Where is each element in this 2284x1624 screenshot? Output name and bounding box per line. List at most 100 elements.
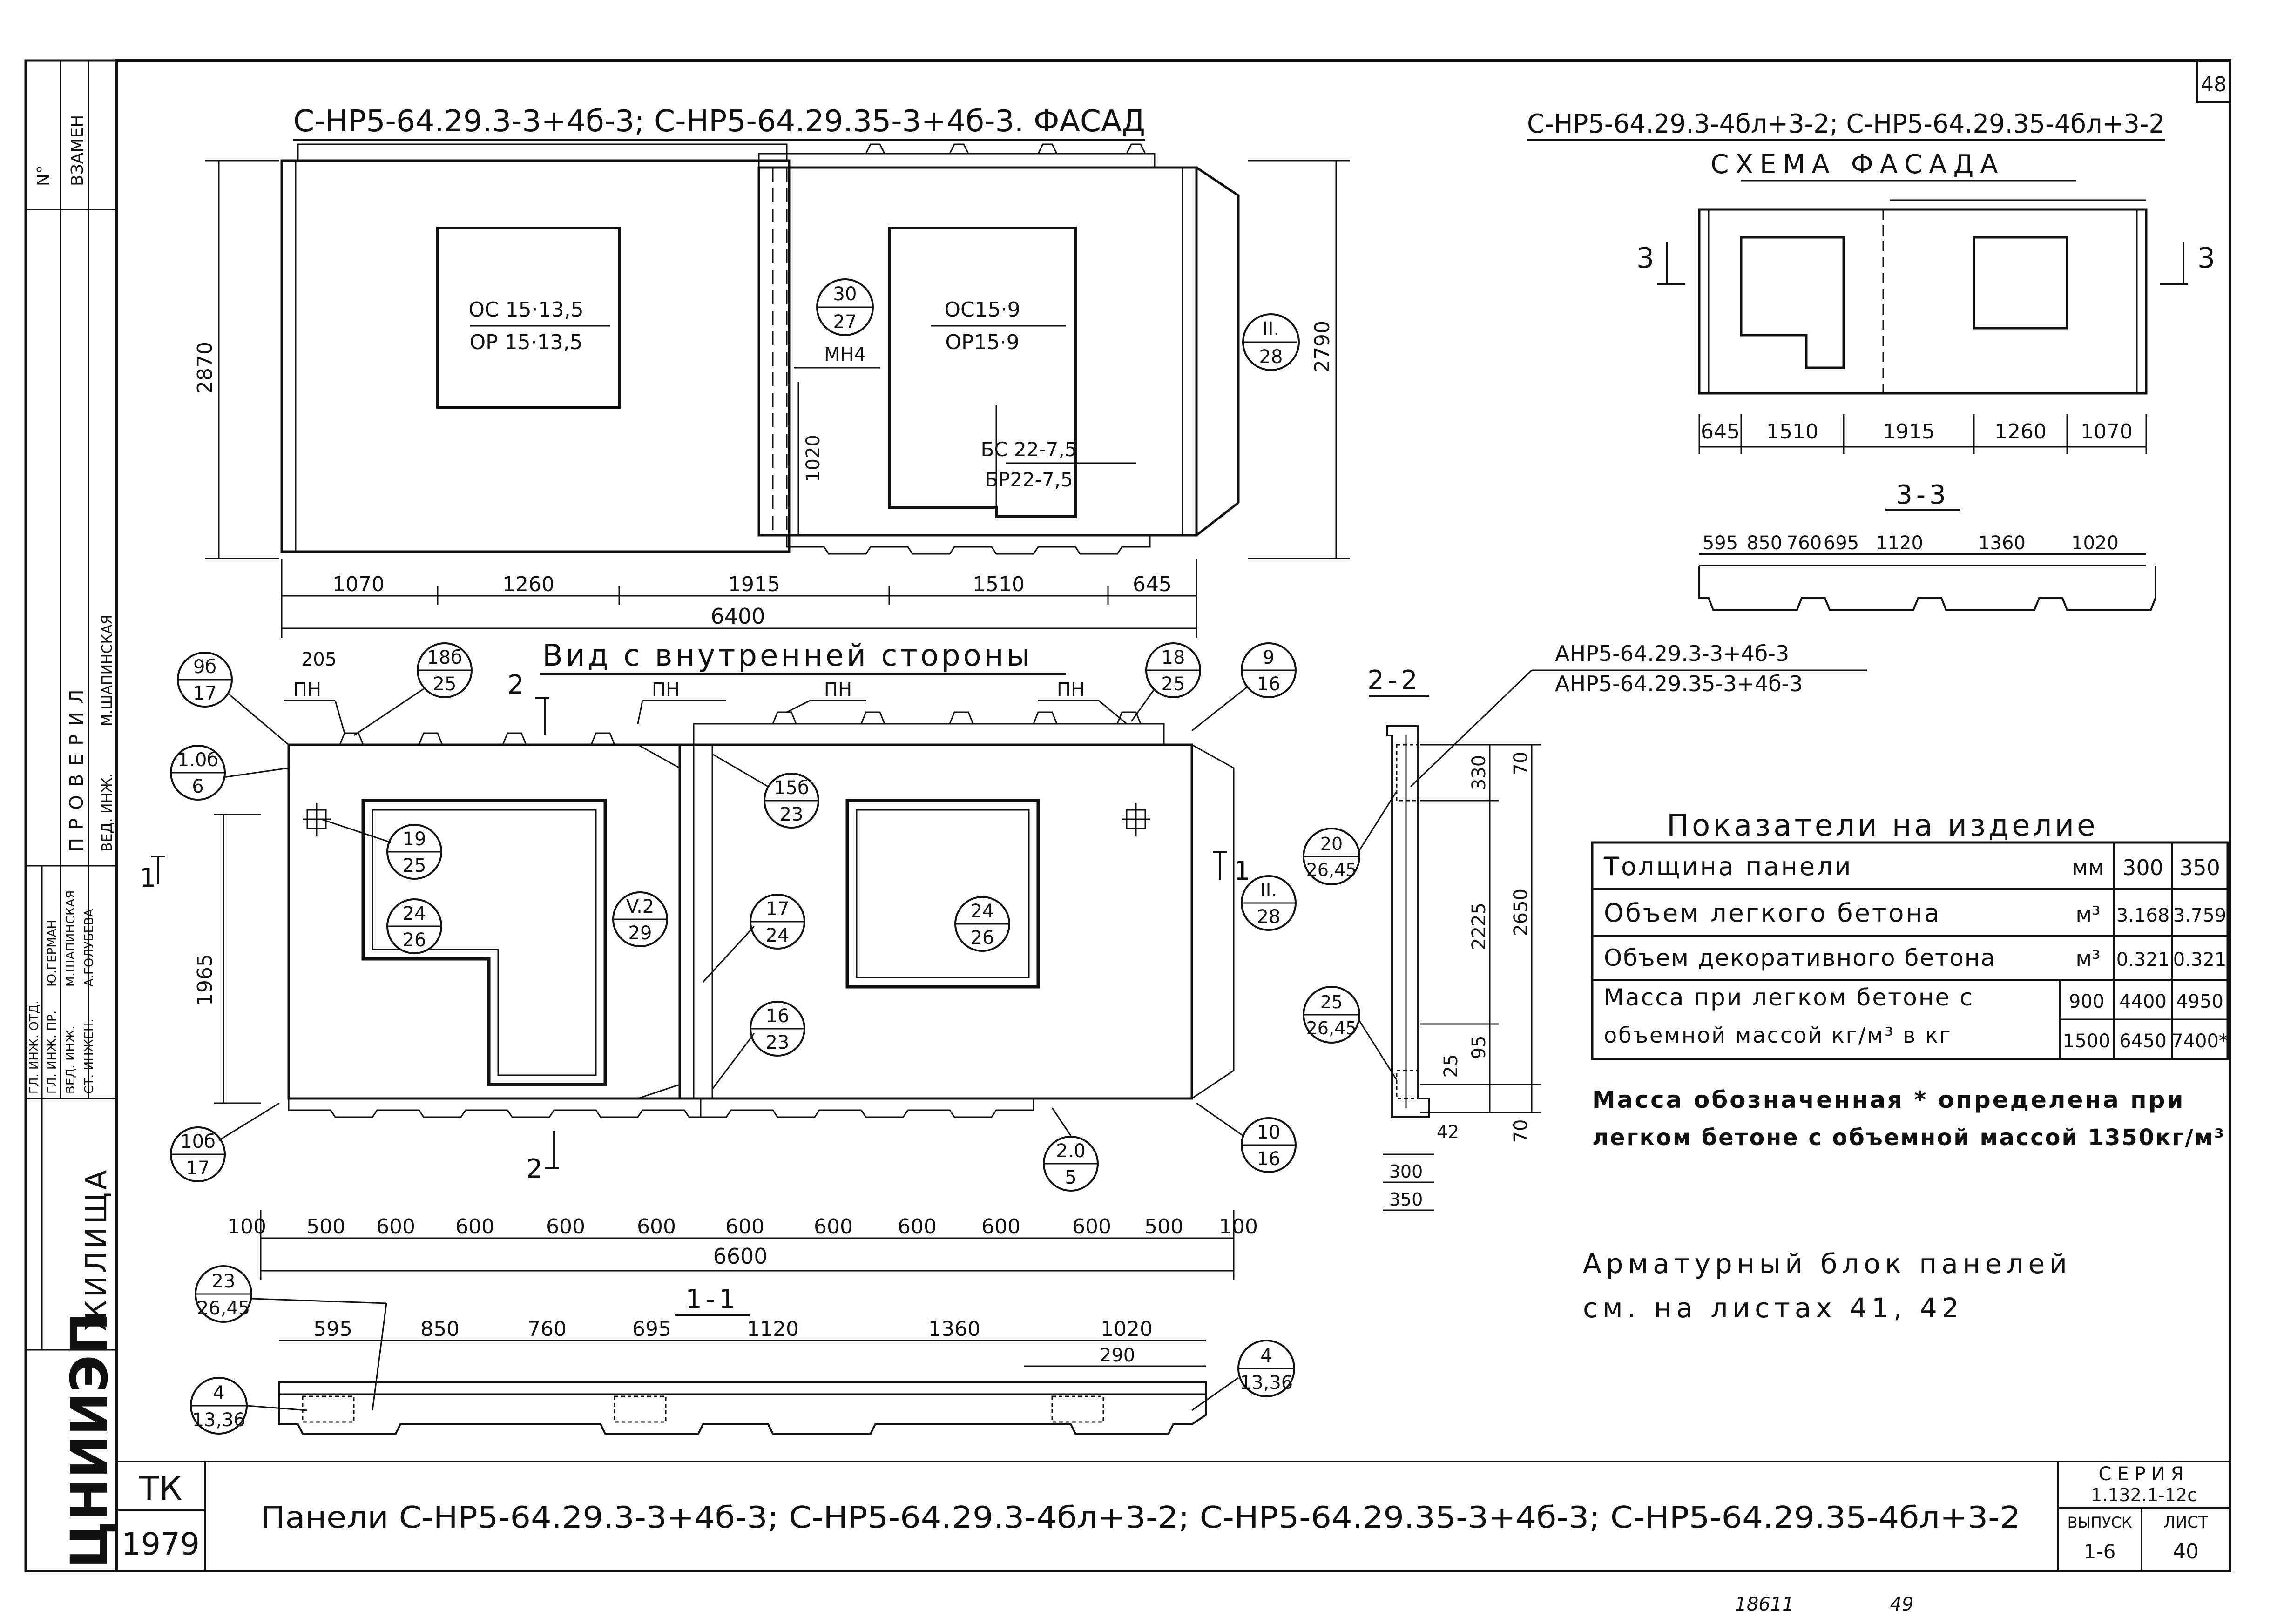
svg-text:16: 16 bbox=[1257, 674, 1281, 695]
scheme-section-dim-6: 1360 bbox=[1978, 532, 2026, 554]
svg-text:1120: 1120 bbox=[747, 1317, 799, 1341]
name-2: М.ШАПИНСКАЯ bbox=[64, 890, 78, 987]
svg-text:24: 24 bbox=[971, 901, 994, 922]
svg-text:5: 5 bbox=[1065, 1167, 1076, 1188]
facade-total: 6400 bbox=[710, 604, 765, 629]
svg-text:20: 20 bbox=[1320, 834, 1343, 854]
org-name: ЖИЛИЩА bbox=[79, 1167, 113, 1331]
svg-text:100: 100 bbox=[227, 1215, 266, 1239]
indicators-note-2: легком бетоне с объемной массой 1350кг/м… bbox=[1592, 1125, 2225, 1151]
svg-text:9: 9 bbox=[1263, 647, 1274, 668]
facade-callout-30-27: 30 27 bbox=[816, 278, 874, 336]
svg-text:24: 24 bbox=[403, 903, 426, 924]
left-window-bottom: ОР 15·13,5 bbox=[469, 330, 582, 354]
inner-total: 6600 bbox=[713, 1244, 767, 1269]
facade-dim-1020: 1020 bbox=[803, 435, 824, 482]
checked-label: ПРОВЕРИЛ bbox=[66, 681, 88, 852]
indicators-title: Показатели на изделие bbox=[1667, 809, 2098, 843]
inner-mark-1-left: 1 bbox=[140, 863, 156, 893]
svg-text:600: 600 bbox=[546, 1215, 585, 1239]
row-1-v300: 300 bbox=[2122, 855, 2163, 880]
svg-text:2650: 2650 bbox=[1510, 889, 1532, 936]
svg-text:1.0б: 1.0б bbox=[177, 749, 218, 771]
indicators-rows: Толщина панели мм 300 350 Объем легкого … bbox=[1603, 852, 2228, 1052]
svg-text:27: 27 bbox=[833, 311, 857, 333]
svg-text:ПН: ПН bbox=[824, 679, 852, 701]
svg-text:70: 70 bbox=[1510, 752, 1532, 775]
section-2-2-dims: 330 2225 95 25 70 2650 70 bbox=[1440, 752, 1532, 1143]
svg-text:600: 600 bbox=[376, 1215, 415, 1239]
stamp-2: 49 bbox=[1890, 1594, 1914, 1615]
svg-text:ПН: ПН bbox=[652, 679, 680, 701]
svg-text:16: 16 bbox=[766, 1005, 790, 1027]
section-2-2-dim-350: 350 bbox=[1389, 1189, 1423, 1210]
inner-height: 1965 bbox=[193, 954, 217, 1006]
svg-text:26: 26 bbox=[403, 930, 426, 951]
section-2-2-note-2: АНР5-64.29.35-3+4б-3 bbox=[1555, 671, 1803, 696]
year-label: 1979 bbox=[122, 1526, 200, 1562]
name-1: Ю.ГЕРМАН bbox=[45, 920, 59, 987]
svg-text:18: 18 bbox=[1162, 647, 1185, 668]
svg-text:13,36: 13,36 bbox=[192, 1409, 246, 1431]
mass-row-2-v300: 6450 bbox=[2119, 1031, 2167, 1052]
role-1: ГЛ. ИНЖ. ОТД. bbox=[27, 1001, 41, 1094]
facade-callout-ii-28: II. 28 bbox=[1242, 313, 1300, 371]
scheme-mark-left: 3 bbox=[1636, 242, 1654, 275]
row-2-v350: 3.759 bbox=[2173, 905, 2227, 926]
scheme-section-profile bbox=[1698, 553, 2156, 611]
svg-text:V.2: V.2 bbox=[626, 896, 654, 917]
scheme-section-dim-4: 695 bbox=[1824, 532, 1859, 554]
org-logo: ЦНИИЭП bbox=[60, 1312, 119, 1569]
svg-text:500: 500 bbox=[306, 1215, 345, 1239]
left-strip bbox=[26, 61, 116, 1351]
row-1-label: Толщина панели bbox=[1603, 852, 1853, 881]
svg-text:29: 29 bbox=[628, 923, 652, 944]
mass-row-2-v350: 7400* bbox=[2171, 1031, 2228, 1052]
callout-4-1336-right: 413,36 bbox=[1237, 1340, 1295, 1397]
svg-text:2225: 2225 bbox=[1468, 903, 1490, 950]
series-value: 1.132.1-12с bbox=[2091, 1485, 2197, 1505]
callout-2-0-5: 2.05 bbox=[1043, 1136, 1099, 1192]
svg-text:100: 100 bbox=[1219, 1215, 1258, 1239]
mass-label-2: объемной массой кг/м³ в кг bbox=[1604, 1023, 1952, 1048]
section-2-2-note-1: АНР5-64.29.3-3+4б-3 bbox=[1555, 641, 1789, 666]
svg-text:19: 19 bbox=[403, 829, 426, 850]
scheme-dimensions bbox=[1698, 414, 2147, 454]
svg-text:26,45: 26,45 bbox=[197, 1298, 250, 1319]
svg-text:500: 500 bbox=[1144, 1215, 1183, 1239]
facade-dim-1: 1070 bbox=[332, 573, 385, 596]
svg-text:70: 70 bbox=[1510, 1119, 1532, 1143]
svg-text:II.: II. bbox=[1260, 880, 1277, 901]
svg-text:1020: 1020 bbox=[1101, 1317, 1153, 1341]
right-window-top: ОС15·9 bbox=[944, 298, 1020, 322]
row-1-v350: 350 bbox=[2179, 855, 2220, 880]
svg-text:600: 600 bbox=[898, 1215, 937, 1239]
svg-text:6: 6 bbox=[192, 776, 203, 797]
row-3-unit: м³ bbox=[2075, 946, 2100, 971]
mass-row-1-v350: 4950 bbox=[2176, 991, 2223, 1012]
svg-text:595: 595 bbox=[313, 1317, 352, 1341]
inner-mark-2-bottom: 2 bbox=[526, 1154, 543, 1184]
scheme-mark-right: 3 bbox=[2197, 242, 2215, 275]
inner-height-dim bbox=[214, 814, 261, 1104]
callout-mn4: МН4 bbox=[824, 344, 866, 365]
section-1-1-profile bbox=[278, 1381, 1207, 1435]
facade-height-left: 2870 bbox=[193, 342, 217, 394]
scheme-section-dim-5: 1120 bbox=[1876, 532, 1923, 554]
sheet-label: ЛИСТ bbox=[2163, 1513, 2208, 1532]
svg-text:1360: 1360 bbox=[928, 1317, 980, 1341]
section-1-1-dim-lines bbox=[279, 1340, 1206, 1367]
inner-dims: 100 500 600 600 600 600 600 600 600 600 … bbox=[227, 1215, 1258, 1239]
svg-text:13,36: 13,36 bbox=[1240, 1372, 1293, 1394]
row-3-v300: 0.321 bbox=[2116, 949, 2170, 970]
facade-dim-4: 1510 bbox=[973, 573, 1025, 596]
row-2-label: Объем легкого бетона bbox=[1604, 898, 1941, 928]
scheme-section-dim-2: 850 bbox=[1747, 532, 1782, 554]
